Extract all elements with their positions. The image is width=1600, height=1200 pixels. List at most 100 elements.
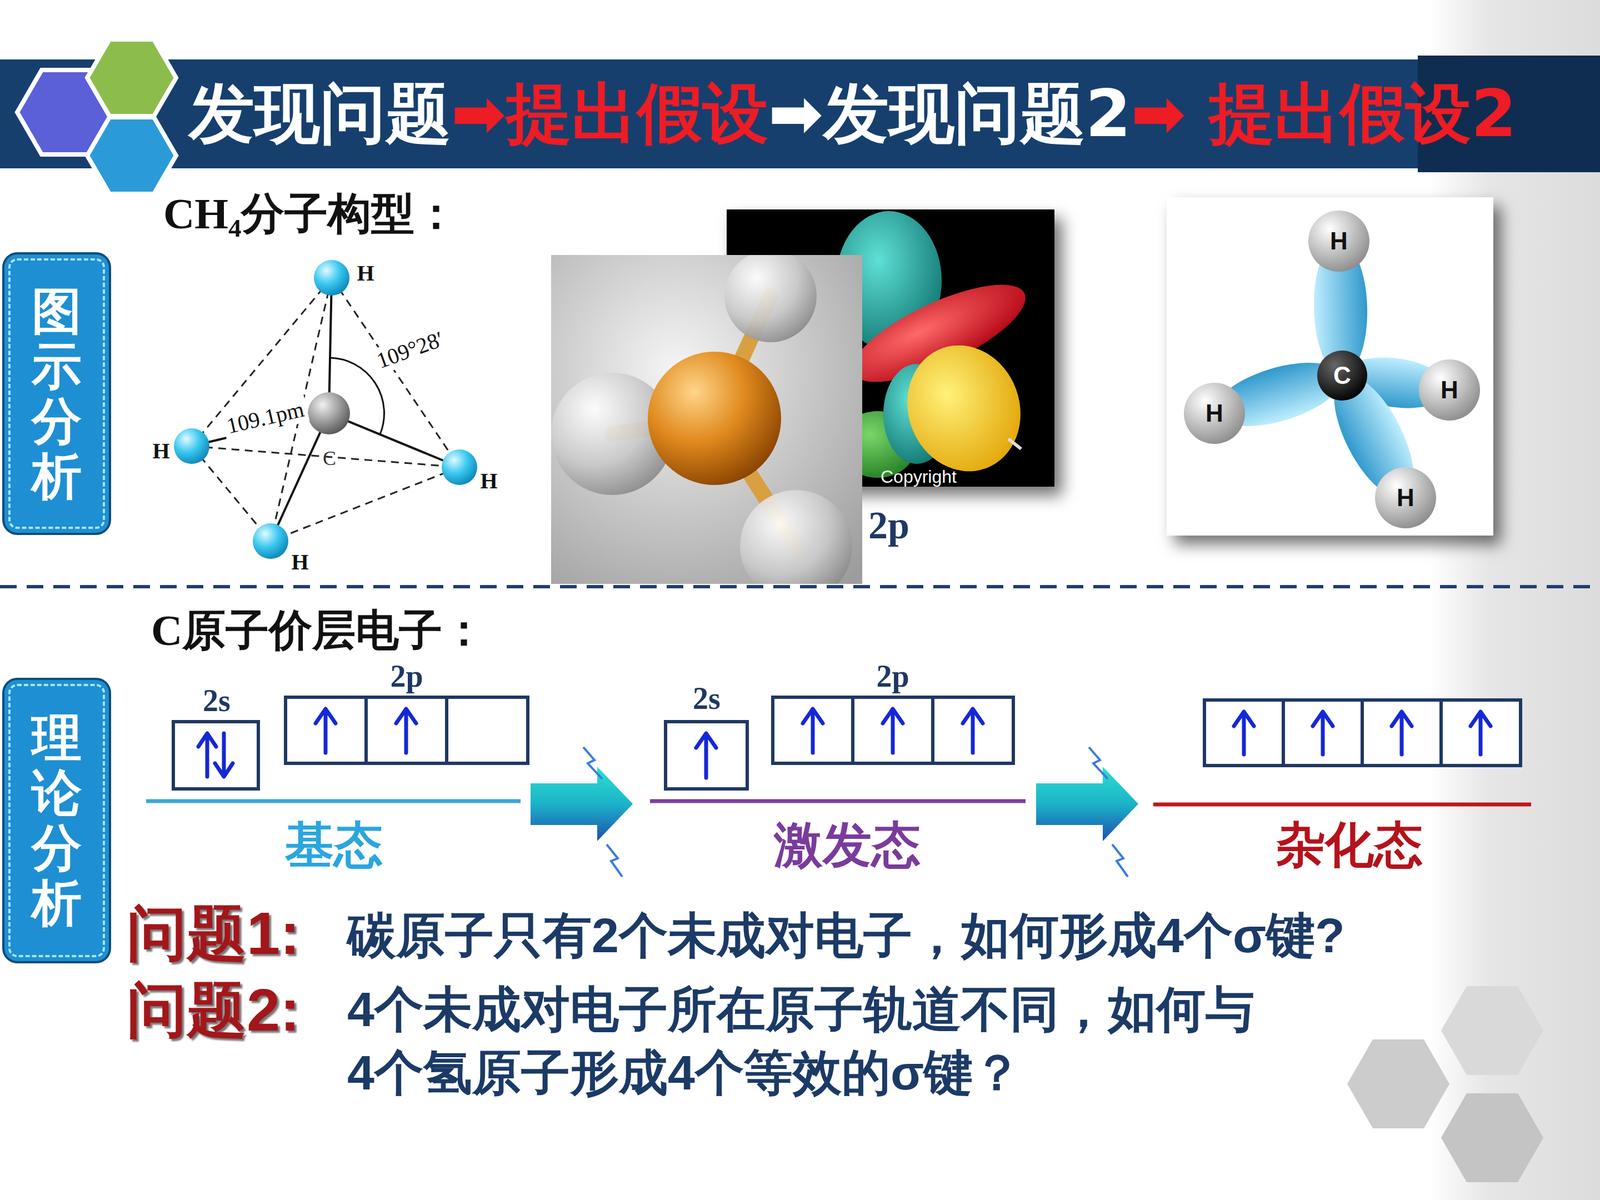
transition-arrows (1036, 766, 1139, 842)
title-text: 发现问题 (188, 74, 452, 154)
orbital-boxes (1362, 700, 1442, 766)
tetrahedron-figure (331, 277, 460, 468)
electron-arrows (198, 733, 217, 777)
state-label: 杂化态 (1276, 815, 1423, 875)
orbital-boxes (366, 697, 447, 764)
tab-text: 理论分析 (31, 710, 82, 931)
orbital-label: 2p (868, 502, 910, 549)
title-text: ➡提出假设 (451, 74, 769, 154)
tetrahedron-figure (313, 260, 350, 296)
transition-arrows (530, 766, 633, 842)
electron-arrows (962, 708, 983, 753)
state-label: 激发态 (773, 815, 921, 875)
orbital-label: 2s (202, 682, 231, 720)
electron-arrows (396, 708, 417, 753)
orbital-boxes (285, 697, 367, 764)
orbital-boxes (173, 721, 259, 789)
electron-arrows (1470, 711, 1491, 755)
atom-label: C (322, 446, 337, 471)
bond-length-label: 109.1pm (221, 395, 310, 440)
electron-arrows (1233, 711, 1254, 755)
bond-angle-label: 109°28′ (370, 324, 451, 376)
sp3-orbital-figure (1375, 467, 1437, 529)
atom-label: H (356, 260, 374, 287)
side-strip (1428, 0, 1600, 1200)
transition-arrows (1112, 844, 1128, 877)
orbital-picture (836, 211, 1038, 487)
orbital-label: 2p (876, 657, 909, 695)
sp3-orbital-figure (1418, 359, 1480, 421)
state-baselines (146, 801, 1532, 805)
decor-hexagons (1347, 986, 1544, 1183)
ball-stick-model (551, 255, 853, 584)
atom-label: H (1440, 375, 1459, 405)
tetrahedron-figure (191, 446, 271, 542)
ball-stick-model (740, 490, 853, 584)
transition-arrows (530, 747, 1139, 877)
decor-hexagons (1347, 1039, 1450, 1129)
atom-label: H (480, 467, 498, 495)
question-text: 碳原子只有2个未成对电子，如何形成4个σ键? (347, 906, 1345, 965)
watermark: Copyright (880, 466, 957, 488)
tetrahedron-figure (191, 277, 460, 542)
transition-arrows (606, 844, 623, 877)
ball-stick-model (724, 255, 817, 343)
side-tab: 图示分析 (8, 258, 105, 529)
orbital-picture (1008, 438, 1022, 449)
tab-text: 图示分析 (31, 283, 82, 504)
orbital-boxes (446, 697, 528, 764)
atom-label: H (152, 437, 170, 465)
tetrahedron-figure (191, 277, 460, 542)
electron-arrows (882, 708, 903, 753)
atom-label: H (1396, 483, 1415, 513)
logo-hexagons (17, 39, 177, 194)
orbital-boxes (772, 697, 853, 764)
orbital-label: 2p (390, 657, 423, 695)
sp3-orbital-figure (1166, 197, 1494, 536)
orbital-boxes (852, 697, 933, 764)
decor-hexagons (1441, 1093, 1544, 1183)
section-heading: C原子价层电子： (151, 604, 486, 657)
sp3-orbital-figure (1183, 382, 1245, 444)
orbital-boxes (1204, 700, 1284, 766)
tetrahedron-figure (328, 413, 460, 468)
state-label: 基态 (285, 815, 383, 875)
electron-arrows (696, 733, 717, 778)
title-text: ➡ 提出假设2 (1131, 74, 1517, 154)
electron-arrows (315, 708, 336, 753)
orbital-picture (890, 329, 1039, 487)
orbital-label: 2s (692, 680, 721, 718)
orbital-boxes (1283, 700, 1363, 766)
question-text: 4个未成对电子所在原子轨道不同，如何与4个氢原子形成4个等效的σ键？ (347, 977, 1267, 1105)
state-baselines (146, 799, 521, 804)
ball-stick-model (647, 351, 782, 485)
tetrahedron-figure (441, 449, 478, 485)
question-tag: 问题2: (126, 973, 300, 1047)
electron-arrows (1312, 711, 1333, 755)
sp3-orbital-figure (1317, 350, 1368, 401)
side-tab: 理论分析 (8, 683, 105, 958)
title-band: 发现问题➡提出假设➡发现问题2➡ 提出假设2 (0, 59, 1600, 169)
sp3-orbital-figure (1308, 210, 1370, 272)
question-tag: 问题1: (126, 897, 300, 970)
tetrahedron-figure (173, 260, 478, 559)
title-band-shape (0, 55, 1600, 173)
tetrahedron-figure (307, 392, 350, 435)
transition-arrows (1088, 747, 1108, 779)
electron-arrows (198, 708, 1491, 778)
orbital-boxes (173, 697, 1521, 789)
transition-arrows (583, 747, 603, 779)
state-baselines (650, 799, 1026, 804)
electron-arrows (1391, 711, 1412, 755)
tetrahedron-figure (252, 523, 289, 559)
sp3-orbital-figure (1166, 197, 1494, 536)
transition-arrows (583, 747, 1128, 877)
dashed-separator (0, 585, 1600, 589)
atom-label: H (1205, 398, 1224, 429)
logo-hexagons (87, 117, 177, 194)
title-text: ➡发现问题2 (768, 74, 1132, 154)
atom-label: H (1330, 226, 1348, 257)
tetrahedron-figure (173, 428, 210, 464)
